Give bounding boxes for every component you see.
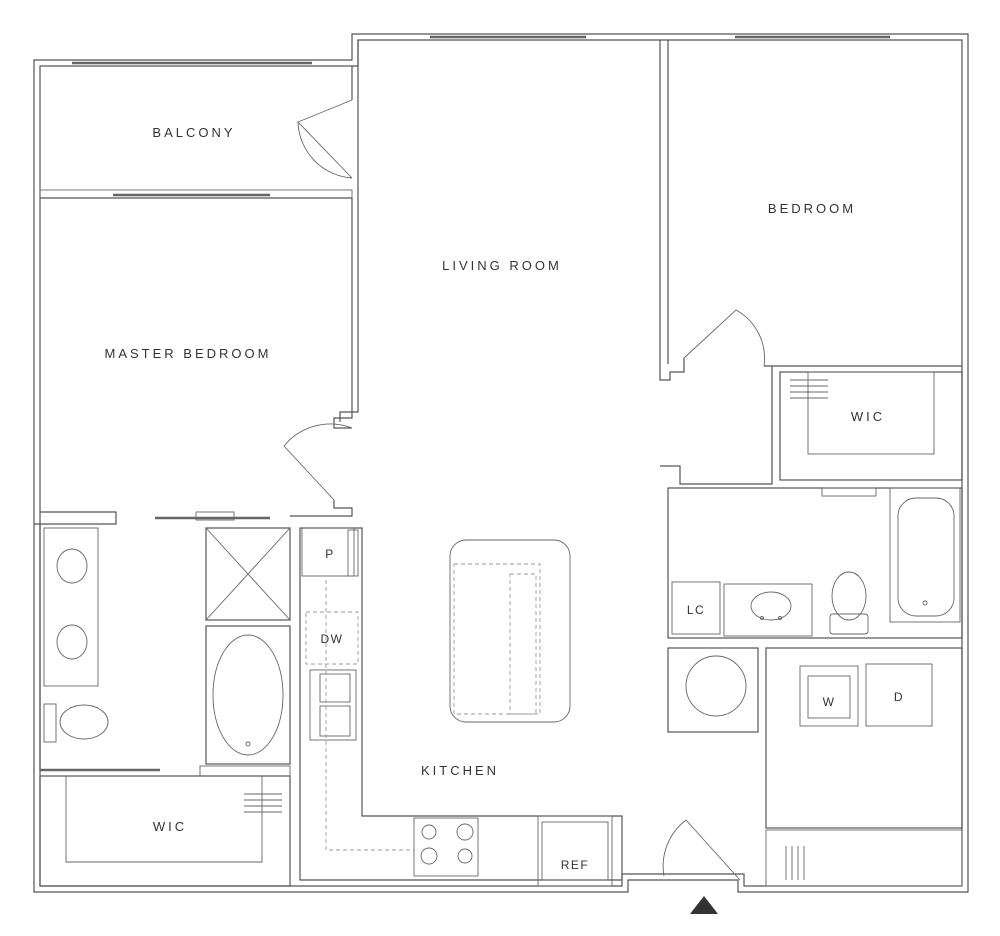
fixture-label-refrigerator: REF — [561, 858, 590, 872]
fixture-label-dishwasher: DW — [321, 632, 344, 646]
master-bedroom-walls — [40, 197, 353, 525]
room-label-kitchen: KITCHEN — [421, 763, 499, 778]
room-label-wic-master: WIC — [153, 819, 187, 834]
room-label-wic-bedroom: WIC — [851, 409, 885, 424]
living-room-walls — [339, 40, 962, 485]
windows — [72, 35, 890, 197]
bedroom-wic — [779, 371, 963, 481]
room-label-balcony: BALCONY — [152, 125, 235, 140]
fixture-label-pantry: P — [325, 547, 335, 561]
secondary-bathroom — [667, 487, 963, 639]
master-wic — [39, 775, 291, 887]
laundry-area — [667, 647, 963, 887]
entry-door — [662, 819, 741, 881]
room-label-bedroom: BEDROOM — [768, 201, 856, 216]
kitchen-island — [449, 539, 571, 723]
fixture-label-dryer: D — [894, 690, 904, 704]
master-bathroom — [34, 511, 291, 777]
fixture-label-linen-closet: LC — [687, 603, 705, 617]
room-label-master-bedroom: MASTER BEDROOM — [105, 346, 272, 361]
fixture-label-washer: W — [823, 695, 836, 709]
entry-arrow-icon — [690, 896, 718, 914]
kitchen-cabinets — [299, 527, 623, 887]
exterior-walls — [33, 33, 969, 893]
room-label-living-room: LIVING ROOM — [442, 258, 562, 273]
